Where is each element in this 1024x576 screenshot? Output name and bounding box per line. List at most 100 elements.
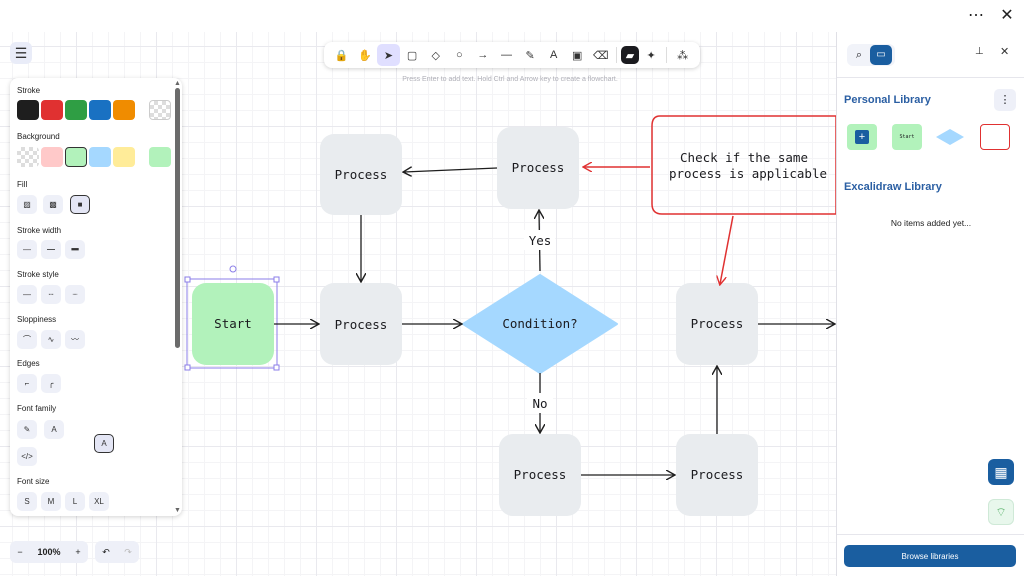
stroke-color-black[interactable]: [17, 100, 39, 120]
stroke-style-title: Stroke style: [17, 270, 59, 279]
diagram-layer[interactable]: Start Process Process Process Process Pr…: [0, 0, 836, 576]
process-label: Process: [335, 317, 388, 332]
eraser-icon[interactable]: ⌫: [593, 49, 609, 62]
edges-round-icon[interactable]: ╭: [41, 374, 61, 393]
main-menu-button[interactable]: ☰: [10, 42, 32, 64]
note-node[interactable]: Check if the same process is applicable: [651, 115, 836, 215]
stroke-color-red[interactable]: [41, 100, 63, 120]
font-size-l[interactable]: L: [65, 492, 85, 511]
frame-tool-icon[interactable]: ▰: [621, 46, 639, 64]
lock-icon[interactable]: 🔒: [334, 49, 349, 62]
rectangle-icon[interactable]: ▢: [406, 49, 418, 62]
hand-icon[interactable]: ✋: [358, 49, 372, 62]
process-label: Process: [691, 316, 744, 331]
stroke-color-blue[interactable]: [89, 100, 111, 120]
font-hand-drawn-icon[interactable]: ✎: [17, 420, 37, 439]
text-icon[interactable]: A: [549, 49, 558, 61]
pin-icon[interactable]: ⊥: [975, 46, 984, 57]
redo-button[interactable]: ↷: [124, 546, 132, 557]
background-current-color[interactable]: [149, 147, 171, 167]
stroke-style-solid-icon[interactable]: —: [17, 285, 37, 304]
wifi-icon[interactable]: ⌔: [988, 499, 1014, 525]
note-line-1: Check if the same: [680, 150, 808, 165]
excalidraw-library-title: Excalidraw Library: [844, 181, 942, 193]
image-icon[interactable]: ▣: [572, 49, 583, 62]
font-normal-icon[interactable]: A: [44, 420, 64, 439]
fill-solid-icon[interactable]: ■: [70, 195, 90, 214]
process-node-bottom-mid[interactable]: Process: [499, 434, 581, 516]
process-node-left-mid[interactable]: Process: [320, 283, 402, 365]
process-node-left-top[interactable]: Process: [320, 134, 402, 215]
zoom-level[interactable]: 100%: [37, 547, 61, 557]
empty-library-text: No items added yet...: [890, 218, 972, 228]
close-panel-icon[interactable]: ✕: [1000, 46, 1010, 58]
font-size-m[interactable]: M: [41, 492, 61, 511]
background-color-blue[interactable]: [89, 147, 111, 167]
fill-crosshatch-icon[interactable]: ▩: [43, 195, 63, 214]
library-add-item[interactable]: +: [847, 124, 877, 150]
selection-icon[interactable]: ➤: [377, 44, 400, 66]
ellipse-icon[interactable]: ○: [455, 49, 463, 61]
scroll-up-icon[interactable]: ▲: [174, 80, 181, 87]
sloppiness-architect-icon[interactable]: ⌒: [17, 330, 37, 349]
stroke-color-picker[interactable]: [149, 100, 171, 120]
shapes-library-icon[interactable]: ⁂: [677, 49, 689, 62]
font-size-s[interactable]: S: [17, 492, 37, 511]
close-window-icon[interactable]: ✕: [1000, 7, 1014, 24]
yes-label[interactable]: Yes: [529, 233, 552, 248]
process-label: Process: [512, 160, 565, 175]
scroll-down-icon[interactable]: ▼: [174, 507, 181, 514]
stroke-width-extra-bold-icon[interactable]: ━: [65, 240, 85, 259]
arrow-top-to-left[interactable]: [404, 168, 498, 172]
edges-sharp-icon[interactable]: ⌐: [17, 374, 37, 393]
background-color-green[interactable]: [65, 147, 87, 167]
toolbar-separator: [616, 47, 618, 63]
process-node-bottom-right[interactable]: Process: [676, 434, 758, 516]
arrow-icon[interactable]: →: [477, 49, 489, 61]
library-item-condition[interactable]: [935, 124, 965, 150]
more-options-icon[interactable]: ⋯: [968, 7, 984, 24]
process-node-right-mid[interactable]: Process: [676, 283, 758, 365]
ai-tools-icon[interactable]: ✦: [646, 49, 656, 62]
zoom-out-button[interactable]: −: [17, 547, 23, 557]
properties-scrollbar[interactable]: [175, 88, 180, 348]
undo-button[interactable]: ↶: [102, 546, 110, 557]
diamond-icon[interactable]: ◇: [431, 49, 440, 62]
stroke-width-thin-icon[interactable]: —: [17, 240, 37, 259]
zoom-in-button[interactable]: +: [75, 547, 81, 557]
browse-libraries-button[interactable]: Browse libraries: [844, 545, 1016, 567]
library-item-note[interactable]: [980, 124, 1010, 150]
library-item-diamond-shape: [936, 129, 964, 145]
library-item-start[interactable]: Start: [892, 124, 922, 150]
library-menu-icon[interactable]: ⋮: [994, 89, 1016, 111]
font-code-icon[interactable]: </>: [17, 447, 37, 466]
table-icon[interactable]: ▦: [988, 459, 1014, 485]
start-node[interactable]: Start: [192, 283, 274, 365]
stroke-title: Stroke: [17, 86, 41, 95]
line-icon[interactable]: —: [500, 49, 512, 61]
no-label[interactable]: No: [532, 396, 547, 411]
process-node-top[interactable]: Process: [497, 127, 579, 209]
background-color-transparent[interactable]: [17, 147, 39, 167]
stroke-color-green[interactable]: [65, 100, 87, 120]
font-family-title: Font family: [17, 404, 57, 413]
pencil-icon[interactable]: ✎: [525, 49, 535, 62]
stroke-style-dashed-icon[interactable]: ┄: [41, 285, 61, 304]
condition-node[interactable]: Condition?: [462, 274, 618, 374]
sloppiness-artist-icon[interactable]: ∿: [41, 330, 61, 349]
fill-hachure-icon[interactable]: ▨: [17, 195, 37, 214]
stroke-color-orange[interactable]: [113, 100, 135, 120]
library-icon[interactable]: ▭: [870, 45, 892, 65]
search-icon[interactable]: ⌕: [855, 49, 863, 61]
arrow-note-down[interactable]: [720, 215, 734, 284]
background-color-yellow[interactable]: [113, 147, 135, 167]
stroke-width-title: Stroke width: [17, 226, 62, 235]
sloppiness-cartoonist-icon[interactable]: 〰: [65, 330, 85, 349]
font-more-icon[interactable]: A: [94, 434, 114, 453]
stroke-width-bold-icon[interactable]: —: [41, 240, 61, 259]
process-label: Process: [335, 167, 388, 182]
stroke-style-dotted-icon[interactable]: ┈: [65, 285, 85, 304]
font-size-xl[interactable]: XL: [89, 492, 109, 511]
toolbar-separator: [666, 47, 668, 63]
background-color-pink[interactable]: [41, 147, 63, 167]
